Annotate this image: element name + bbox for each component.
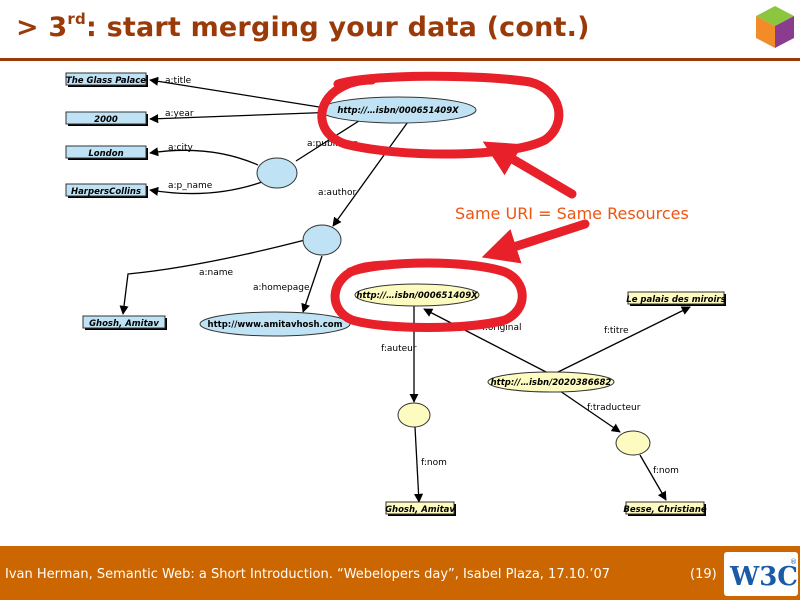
edge-traducteur	[559, 390, 621, 433]
palais-label: Le palais des miroirs	[626, 295, 725, 305]
w3c-logo: W3C ®	[724, 552, 798, 596]
edge-title	[149, 76, 339, 111]
edge-p-name	[149, 181, 263, 196]
edge-name	[119, 239, 306, 315]
edge-original	[423, 308, 549, 374]
page-number: (19)	[690, 567, 717, 582]
literal-titre	[627, 291, 726, 306]
annotation-label: Same URI = Same Resources	[455, 204, 689, 223]
london-label: London	[88, 149, 123, 159]
literal-year	[65, 111, 148, 126]
traducteur-blank-node	[615, 430, 651, 456]
slide-title: > 3rd: start merging your data (cont.)	[16, 10, 590, 43]
edge-author	[332, 118, 411, 227]
edge-label-p-name: a:p_name	[168, 181, 213, 191]
besse-label: Besse, Christiane	[623, 505, 707, 515]
edge-label-publisher: a:publisher	[307, 139, 358, 149]
homepage-label: http://www.amitavhosh.com	[208, 320, 343, 330]
edge-label-author: a:author	[318, 188, 357, 198]
edge-label-nom-2: f:nom	[653, 466, 679, 476]
literal-traducteur-name	[625, 501, 706, 516]
rdf-graph-diagram: a:title a:year a:publisher a:city a:p_na…	[65, 71, 726, 516]
literal-publisher-name	[65, 183, 148, 198]
literal-city	[65, 145, 148, 160]
ghosh-fr-label: Ghosh, Amitav	[385, 505, 455, 515]
edge-label-nom-1: f:nom	[421, 458, 447, 468]
edge-label-original: f:original	[482, 323, 522, 333]
edge-label-homepage: a:homepage	[253, 283, 310, 293]
literal-auteur-name	[385, 501, 456, 516]
harpers-label: HarpersCollins	[71, 187, 141, 197]
ghosh-en-label: Ghosh, Amitav	[89, 319, 159, 329]
edge-year	[149, 111, 339, 124]
semantic-web-cube-icon	[756, 6, 794, 48]
edge-label-year: a:year	[165, 109, 194, 119]
edge-titre	[555, 306, 691, 374]
literal-title	[65, 72, 148, 87]
edge-label-title: a:title	[165, 76, 192, 86]
svg-text:®: ®	[790, 558, 797, 566]
edge-homepage	[301, 255, 323, 313]
year-label: 2000	[94, 115, 118, 125]
edge-label-auteur: f:auteur	[381, 344, 417, 354]
publisher-blank-node	[256, 157, 298, 189]
book-uri-label: http://…isbn/000651409X	[337, 106, 459, 116]
edge-label-titre: f:titre	[604, 326, 629, 336]
book-uri-node-copy	[354, 283, 480, 307]
pointer-arrow-bottom	[481, 219, 590, 264]
auteur-blank-node	[397, 402, 431, 428]
translation-uri-node	[487, 371, 615, 393]
edge-nom-1	[414, 426, 424, 503]
edge-city	[149, 147, 259, 166]
edge-label-city: a:city	[168, 143, 194, 153]
edge-nom-2	[639, 454, 667, 501]
svg-text:W3C: W3C	[729, 562, 798, 592]
translation-uri-label: http://…isbn/2020386682	[491, 378, 612, 388]
edge-label-name: a:name	[199, 268, 234, 278]
glass-palace-label: The Glass Palace	[66, 76, 146, 86]
literal-author-name	[82, 315, 167, 330]
title-divider	[0, 58, 800, 61]
pointer-arrow-top	[482, 141, 577, 199]
footer-bar: Ivan Herman, Semantic Web: a Short Intro…	[0, 546, 800, 600]
edge-label-traducteur: f:traducteur	[587, 403, 641, 413]
highlight-circle-bottom	[330, 258, 527, 332]
author-blank-node	[302, 224, 342, 256]
footer-citation: Ivan Herman, Semantic Web: a Short Intro…	[5, 567, 611, 582]
book-uri-copy-label: http://…isbn/000651409X	[356, 291, 478, 301]
